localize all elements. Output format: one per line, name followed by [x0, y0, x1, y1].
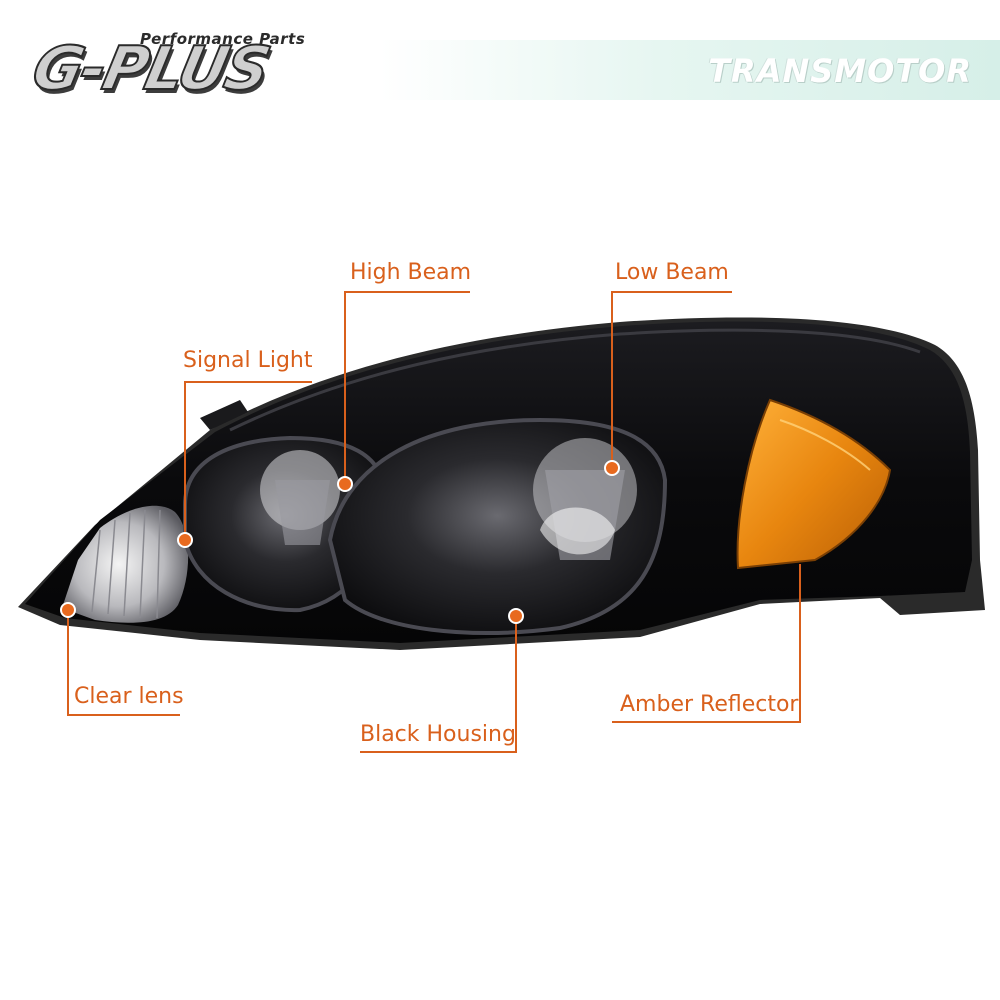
amber-reflector-leader: [612, 564, 801, 723]
signal-light-leader: [184, 381, 312, 540]
clear-lens-leader: [67, 610, 180, 716]
high-beam-dot: [337, 476, 353, 492]
transmotor-watermark: TRANSMOTOR: [708, 52, 972, 90]
black-housing-dot: [508, 608, 524, 624]
header-band: [380, 40, 1000, 100]
amber-reflector-label: Amber Reflector: [620, 692, 799, 717]
housing-highlight: [229, 328, 921, 432]
logo-subtitle: Performance Parts: [140, 30, 306, 48]
low-beam-dot: [604, 460, 620, 476]
amber-reflector-lens: [736, 398, 892, 570]
signal-light-dot: [177, 532, 193, 548]
high-beam-label: High Beam: [350, 260, 472, 285]
low-beam-leader: [611, 291, 732, 468]
high-beam-bulb: [275, 480, 330, 545]
callout-lines: [67, 291, 801, 753]
low-beam-chrome: [540, 507, 615, 555]
lens-ribs: [91, 509, 161, 619]
high-beam-leader: [344, 291, 470, 484]
signal-light-label: Signal Light: [183, 348, 313, 373]
low-beam-label: Low Beam: [615, 260, 729, 285]
mounting-tab: [200, 400, 248, 430]
clear-lens-dot: [60, 602, 76, 618]
amber-highlight: [779, 419, 871, 471]
clear-lens-label: Clear lens: [74, 684, 184, 709]
black-housing-label: Black Housing: [360, 722, 516, 747]
black-housing-leader: [360, 616, 517, 753]
callout-dots: [60, 460, 620, 624]
